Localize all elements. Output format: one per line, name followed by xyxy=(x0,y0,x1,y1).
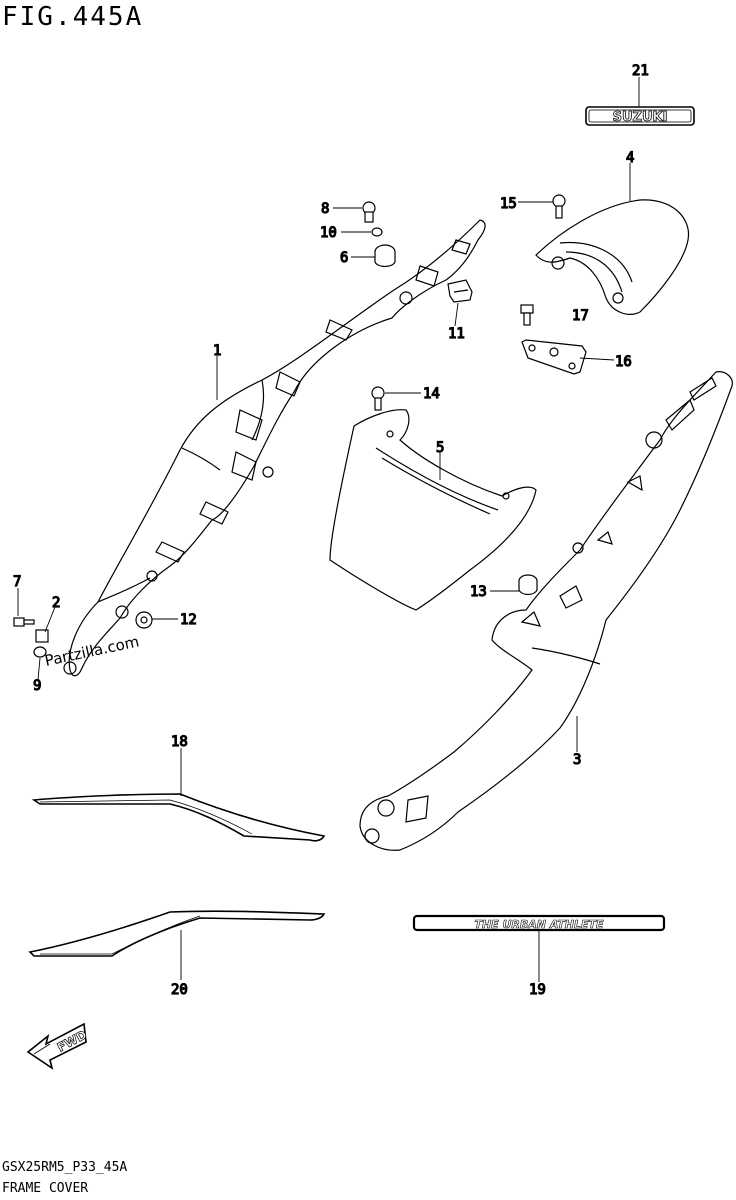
callout-17: 17 xyxy=(572,308,589,324)
washer-10 xyxy=(371,227,383,237)
left-frame-cover xyxy=(63,219,486,677)
callout-9: 9 xyxy=(33,678,41,694)
tail-cowl xyxy=(535,199,690,315)
stripe-decal-20 xyxy=(28,910,326,957)
screw-14 xyxy=(371,386,385,411)
callout-5: 5 xyxy=(436,440,444,456)
screw-8 xyxy=(362,201,376,223)
bolt-17 xyxy=(520,304,534,326)
callout-15: 15 xyxy=(500,196,517,212)
callout-10: 10 xyxy=(320,225,337,241)
callout-1: 1 xyxy=(213,343,221,359)
figure-code: GSX25RM5_P33_45A xyxy=(2,1160,128,1175)
callout-6: 6 xyxy=(340,250,348,266)
urban-athlete-emblem: THE URBAN ATHLETE xyxy=(412,914,666,931)
fwd-arrow-icon: FWD xyxy=(26,1022,90,1070)
suzuki-emblem: SUZUKI xyxy=(585,106,695,126)
screw-7 xyxy=(13,617,35,627)
callout-3: 3 xyxy=(573,752,581,768)
callout-11: 11 xyxy=(448,326,465,342)
callout-2: 2 xyxy=(52,595,60,611)
callout-13: 13 xyxy=(470,584,487,600)
screw-15 xyxy=(552,194,566,219)
nut-12 xyxy=(135,611,153,629)
callout-14: 14 xyxy=(423,386,440,402)
callout-16: 16 xyxy=(615,354,632,370)
stripe-decal-18 xyxy=(31,793,326,842)
bracket xyxy=(521,339,587,375)
callout-12: 12 xyxy=(180,612,197,628)
callout-4: 4 xyxy=(626,150,634,166)
callout-8: 8 xyxy=(321,201,329,217)
callout-19: 19 xyxy=(529,982,546,998)
grommet-6 xyxy=(374,244,396,268)
figure-title: FIG.445A xyxy=(2,2,144,32)
grommet-13 xyxy=(518,574,538,596)
urban-athlete-text: THE URBAN ATHLETE xyxy=(474,918,604,931)
callout-18: 18 xyxy=(171,734,188,750)
washer-9 xyxy=(33,646,47,658)
callout-20: 20 xyxy=(171,982,188,998)
clip-11 xyxy=(447,279,473,303)
figure-caption: FRAME COVER xyxy=(2,1181,89,1196)
right-frame-cover xyxy=(359,371,733,851)
callout-7: 7 xyxy=(13,574,21,590)
center-cover xyxy=(329,409,537,611)
nut-2 xyxy=(35,629,49,643)
leader-lines xyxy=(17,77,640,982)
callout-21: 21 xyxy=(632,63,649,79)
suzuki-emblem-text: SUZUKI xyxy=(613,110,668,125)
